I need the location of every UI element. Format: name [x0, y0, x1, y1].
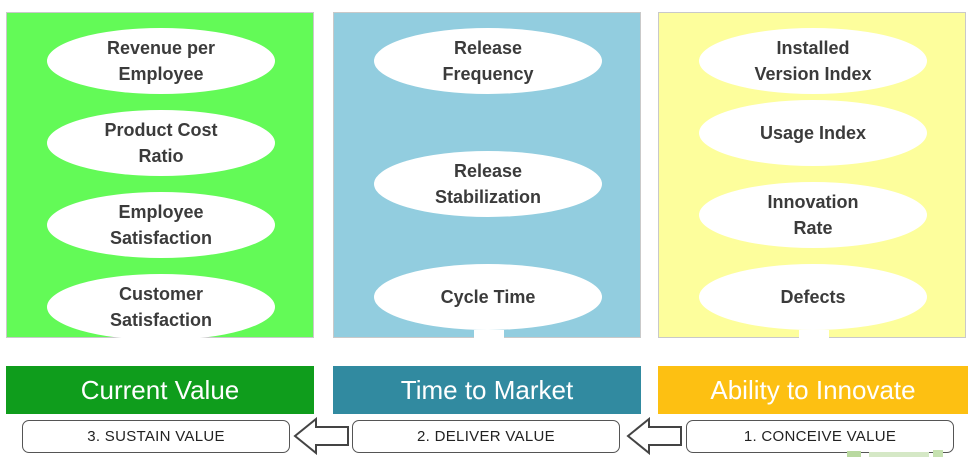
- metric-customer-satisfaction: Customer Satisfaction: [47, 274, 275, 340]
- time-to-market-banner: Time to Market: [333, 366, 641, 414]
- metric-innovation-rate: Innovation Rate: [699, 182, 927, 248]
- time-to-market-panel: Release Frequency Release Stabilization …: [333, 12, 641, 338]
- current-value-panel: Revenue per Employee Product Cost Ratio …: [6, 12, 314, 340]
- metric-installed-version-index: Installed Version Index: [699, 28, 927, 94]
- current-value-banner: Current Value: [6, 366, 314, 414]
- metric-employee-satisfaction: Employee Satisfaction: [47, 192, 275, 258]
- ability-to-innovate-panel: Installed Version Index Usage Index Inno…: [658, 12, 966, 338]
- metric-usage-index: Usage Index: [699, 100, 927, 166]
- panel-notch: [474, 330, 504, 338]
- step-conceive-value: 1. CONCEIVE VALUE: [686, 420, 954, 453]
- metric-release-stabilization: Release Stabilization: [374, 151, 602, 217]
- left-arrow-icon: [626, 417, 682, 455]
- metric-release-frequency: Release Frequency: [374, 28, 602, 94]
- metric-defects: Defects: [699, 264, 927, 330]
- left-arrow-icon: [293, 417, 349, 455]
- ability-to-innovate-banner: Ability to Innovate: [658, 366, 968, 414]
- panel-notch: [147, 330, 177, 338]
- step-sustain-value: 3. SUSTAIN VALUE: [22, 420, 290, 453]
- logo-icon: [847, 450, 943, 457]
- metric-product-cost-ratio: Product Cost Ratio: [47, 110, 275, 176]
- metric-revenue-per-employee: Revenue per Employee: [47, 28, 275, 94]
- panel-notch: [799, 330, 829, 338]
- metric-cycle-time: Cycle Time: [374, 264, 602, 330]
- step-deliver-value: 2. DELIVER VALUE: [352, 420, 620, 453]
